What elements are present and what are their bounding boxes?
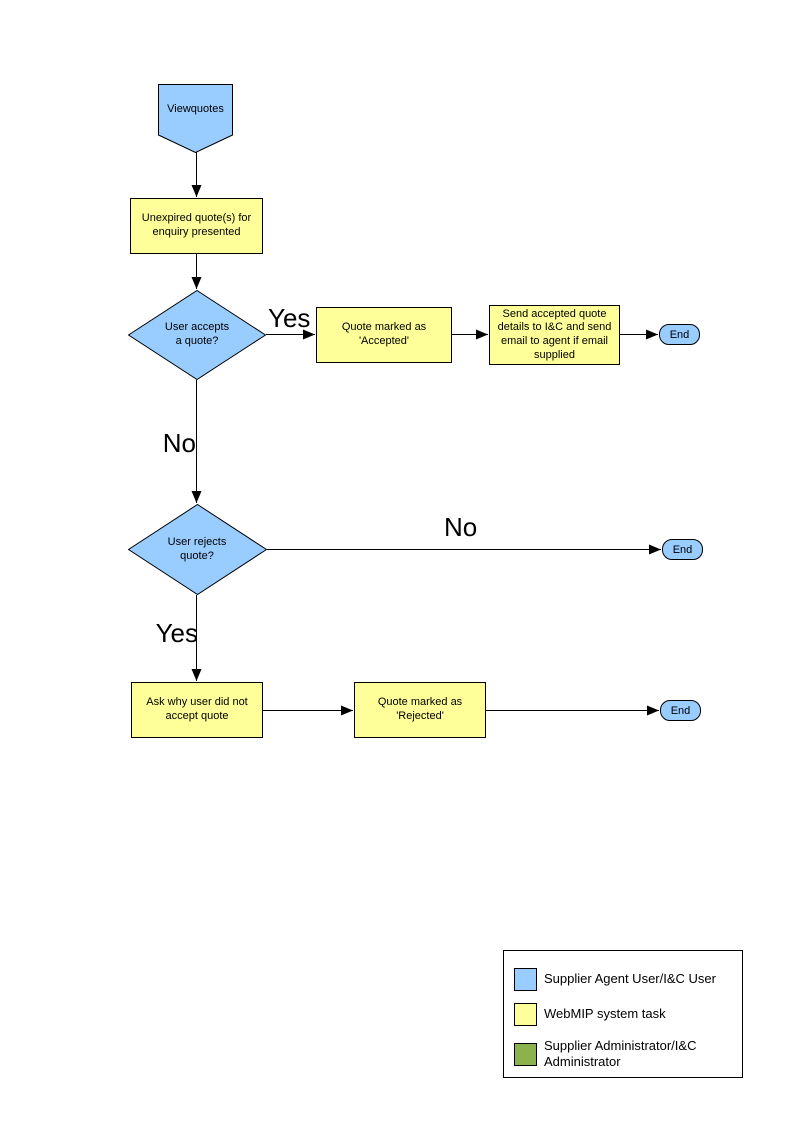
- edge-label-reject-yes: Yes: [155, 618, 198, 648]
- legend-item-admin: Supplier Administrator/I&C Administrator: [514, 1038, 732, 1071]
- legend-item-user: Supplier Agent User/I&C User: [514, 968, 732, 991]
- process-mark-rejected-label: Quote marked as 'Rejected': [377, 696, 463, 722]
- legend-label-admin: Supplier Administrator/I&C Administrator: [544, 1038, 697, 1070]
- decision-user-rejects-label: User rejects quote?: [167, 535, 227, 562]
- legend-swatch-green: [514, 1042, 537, 1066]
- process-present-quotes-label: Unexpired quote(s) for enquiry presented: [141, 212, 252, 238]
- decision-user-accepts: User accepts a quote?: [128, 290, 266, 380]
- legend-swatch-blue: [514, 968, 537, 991]
- diamond-shape: [128, 504, 267, 595]
- end-node-reject-label: End: [670, 704, 691, 717]
- legend-label-user: Supplier Agent User/I&C User: [544, 971, 716, 987]
- legend-swatch-yellow: [514, 1003, 537, 1026]
- process-mark-rejected: Quote marked as 'Rejected': [354, 682, 486, 738]
- end-node-accept-label: End: [669, 328, 690, 341]
- process-send-details: Send accepted quote details to I&C and s…: [489, 305, 620, 365]
- start-node-viewquotes: Viewquotes: [158, 84, 233, 153]
- diamond-shape: [128, 290, 266, 380]
- pentagon-shape: [158, 84, 233, 153]
- decision-user-accepts-label: User accepts a quote?: [164, 321, 230, 347]
- end-node-no-reject-label: End: [672, 543, 693, 556]
- end-node-accept: End: [659, 324, 700, 345]
- edge-label-reject-no: No: [444, 512, 478, 542]
- start-node-label: Viewquotes: [167, 102, 224, 115]
- edge-label-accept-no: No: [162, 428, 196, 458]
- process-present-quotes: Unexpired quote(s) for enquiry presented: [130, 198, 263, 254]
- process-mark-accepted: Quote marked as 'Accepted': [316, 307, 452, 363]
- process-send-details-label: Send accepted quote details to I&C and s…: [497, 307, 612, 361]
- legend-item-system-task: WebMIP system task: [514, 1003, 732, 1026]
- legend: Supplier Agent User/I&C User WebMIP syst…: [503, 950, 743, 1078]
- process-ask-reason-label: Ask why user did not accept quote: [146, 696, 248, 722]
- decision-user-rejects: User rejects quote?: [128, 504, 267, 595]
- legend-label-system-task: WebMIP system task: [544, 1006, 666, 1022]
- process-ask-reason: Ask why user did not accept quote: [131, 682, 263, 738]
- end-node-no-reject: End: [662, 539, 703, 560]
- process-mark-accepted-label: Quote marked as 'Accepted': [341, 321, 427, 347]
- end-node-reject: End: [660, 700, 701, 721]
- edge-label-accept-yes: Yes: [268, 303, 311, 333]
